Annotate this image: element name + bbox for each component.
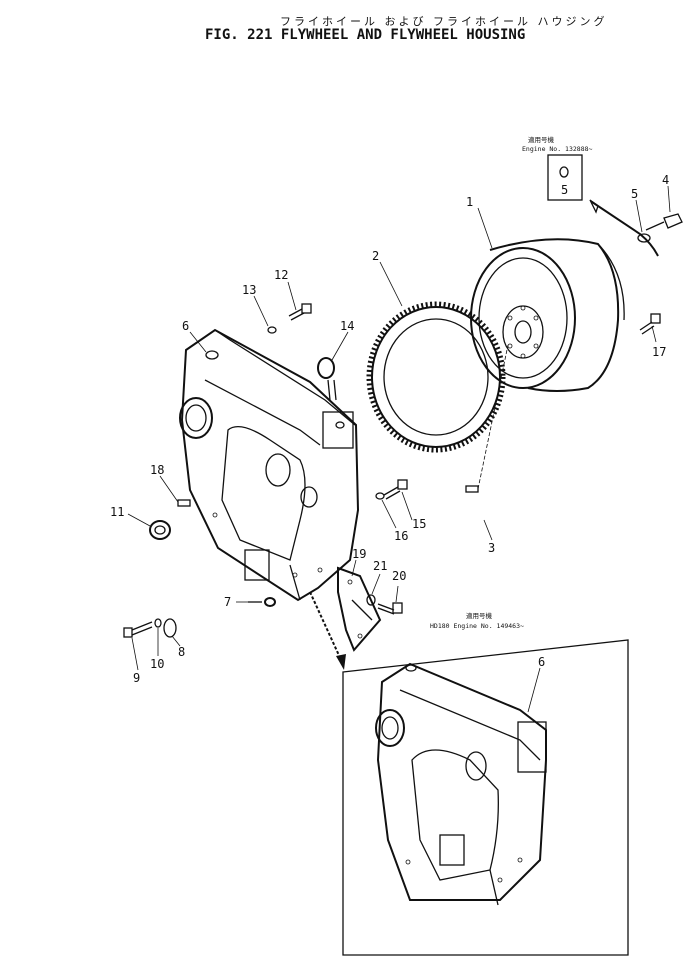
bolt-9 <box>123 621 153 638</box>
washer-10 <box>154 618 162 628</box>
nut-7 <box>248 597 276 607</box>
engine-note-1-jp: 適用号機 <box>528 135 555 144</box>
label-19: 19 <box>352 547 366 561</box>
gasket-8 <box>163 618 177 638</box>
label-12: 12 <box>274 268 288 282</box>
engine-note-2-jp: 適用号機 <box>466 611 493 620</box>
bracket-19 <box>337 566 382 652</box>
ring-gear <box>366 301 506 453</box>
dowel-pin-3 <box>465 344 509 493</box>
figure-title-japanese: フライホイール および フライホイール ハウジング <box>280 15 608 28</box>
label-5-detail: 5 <box>561 183 568 197</box>
engine-note-2: HD180 Engine No. 149463~ <box>430 622 524 630</box>
label-8: 8 <box>178 645 185 659</box>
label-14: 14 <box>340 319 354 333</box>
bent-pipe-5 <box>589 199 659 257</box>
label-15: 15 <box>412 517 426 531</box>
label-10: 10 <box>150 657 164 671</box>
label-21: 21 <box>373 559 387 573</box>
label-2: 2 <box>372 249 379 263</box>
flywheel <box>470 238 625 392</box>
label-7: 7 <box>224 595 231 609</box>
detail-box-5 <box>547 154 583 201</box>
label-18: 18 <box>150 463 164 477</box>
label-17: 17 <box>652 345 666 359</box>
label-6: 6 <box>182 319 189 333</box>
seal-11 <box>149 520 171 540</box>
label-6-detail: 6 <box>538 655 545 669</box>
pin-18 <box>177 499 191 507</box>
label-13: 13 <box>242 283 256 297</box>
label-9: 9 <box>133 671 140 685</box>
label-16: 16 <box>394 529 408 543</box>
label-3: 3 <box>488 541 495 555</box>
replacement-housing-box <box>342 639 629 956</box>
flywheel-housing <box>179 328 360 602</box>
label-1: 1 <box>466 195 473 209</box>
label-5: 5 <box>631 187 638 201</box>
label-20: 20 <box>392 569 406 583</box>
eye-bolt-14 <box>317 357 337 401</box>
label-4: 4 <box>662 173 669 187</box>
washer-21 <box>366 594 376 606</box>
washer-13 <box>267 326 277 334</box>
leader-lines <box>127 185 671 713</box>
bolt-12 <box>288 303 312 321</box>
bolt-17 <box>639 313 661 335</box>
reference-arrow <box>309 591 346 670</box>
bolt-4 <box>645 213 683 231</box>
figure-title: FIG. 221 FLYWHEEL AND FLYWHEEL HOUSING <box>205 27 526 43</box>
engine-note-1: Engine No. 132888~ <box>522 145 593 153</box>
bolt-15 <box>383 479 408 500</box>
label-11: 11 <box>110 505 124 519</box>
washer-detail <box>559 166 569 178</box>
washer-16 <box>375 492 385 500</box>
bolt-20 <box>377 602 403 615</box>
